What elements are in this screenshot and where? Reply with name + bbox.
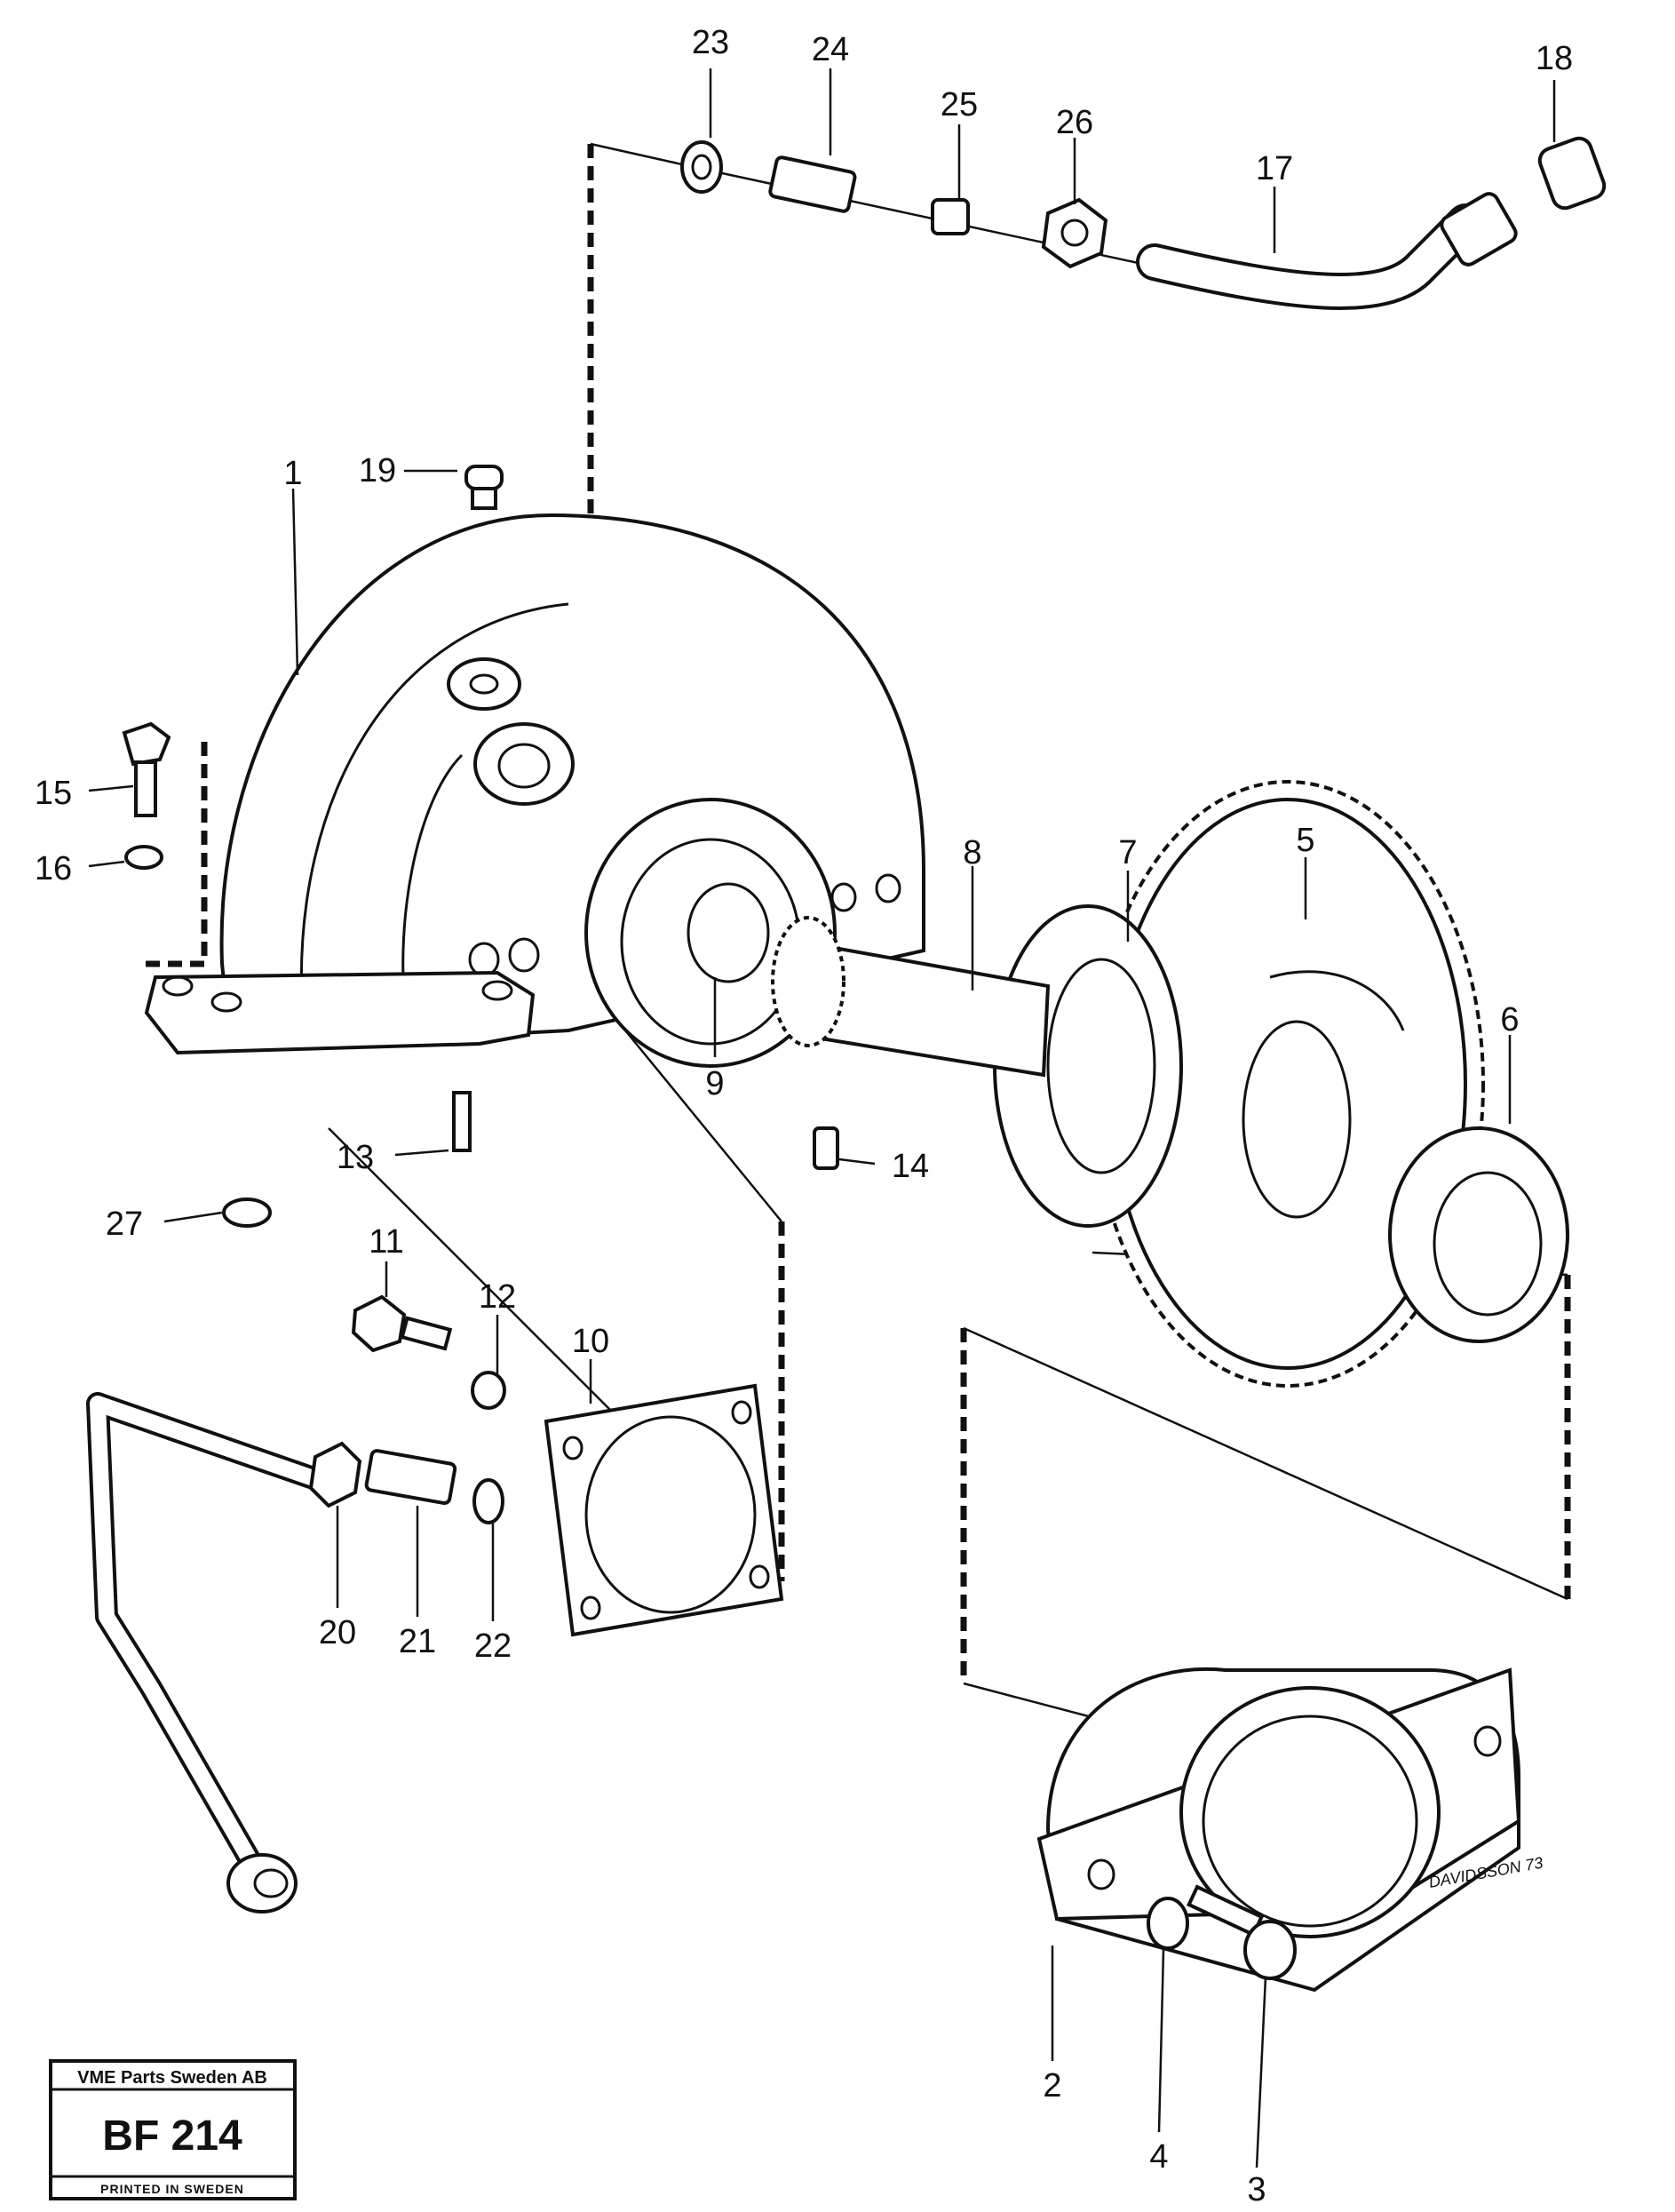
- callout-13: 13: [337, 1139, 374, 1176]
- callout-27: 27: [106, 1205, 143, 1243]
- part-shaft: [771, 916, 1051, 1078]
- callout-8: 8: [963, 834, 981, 871]
- callout-3: 3: [1247, 2171, 1266, 2208]
- callout-5: 5: [1296, 822, 1314, 859]
- callout-17: 17: [1256, 150, 1293, 187]
- assembly-dashed-lines: [142, 144, 1571, 1683]
- callout-11: 11: [369, 1223, 403, 1261]
- callout-21: 21: [399, 1623, 436, 1660]
- callout-20: 20: [319, 1614, 356, 1651]
- callout-12: 12: [479, 1278, 516, 1316]
- callout-10: 10: [572, 1323, 609, 1360]
- part-cover-2: [1036, 1667, 1521, 1993]
- callout-7: 7: [1118, 834, 1137, 871]
- callout-9: 9: [705, 1065, 724, 1102]
- part-gear: [1091, 780, 1485, 1388]
- callout-22: 22: [474, 1627, 512, 1665]
- callout-4: 4: [1149, 2138, 1168, 2176]
- callout-24: 24: [812, 31, 849, 68]
- title-block-code: BF 214: [102, 2113, 242, 2160]
- callout-leaders: [88, 68, 1556, 2168]
- callout-16: 16: [35, 850, 72, 887]
- callout-26: 26: [1056, 104, 1093, 141]
- callout-1: 1: [283, 455, 302, 492]
- callout-6: 6: [1500, 1001, 1519, 1038]
- callout-23: 23: [692, 24, 729, 61]
- small-parts: [122, 136, 1607, 1980]
- part-bearing-6: [1388, 1126, 1569, 1343]
- callout-labels: 1 2 3 4 5 6 7 8 9 10 11 12 13 14 15 16 1…: [35, 24, 1573, 2208]
- part-circlip: [687, 882, 770, 983]
- part-pipe-lower: [86, 1392, 333, 1914]
- callout-25: 25: [941, 86, 978, 123]
- part-pipe-17: [1136, 192, 1518, 310]
- title-block-company: VME Parts Sweden AB: [77, 2068, 267, 2088]
- callout-19: 19: [359, 452, 396, 489]
- callout-18: 18: [1536, 40, 1573, 77]
- title-block-footer: PRINTED IN SWEDEN: [100, 2182, 244, 2196]
- callout-14: 14: [892, 1148, 929, 1185]
- title-block: VME Parts Sweden AB BF 214 PRINTED IN SW…: [49, 2059, 297, 2200]
- callout-2: 2: [1043, 2067, 1061, 2105]
- part-cover-plate-10: [544, 1383, 784, 1637]
- callout-15: 15: [35, 775, 72, 812]
